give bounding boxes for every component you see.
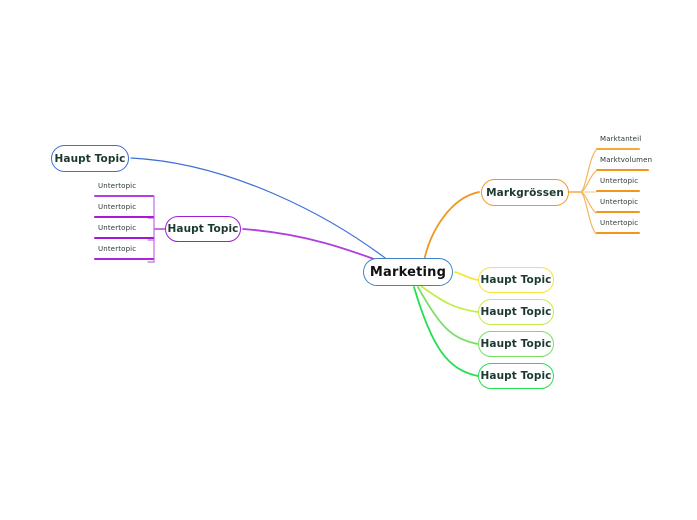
conn-yellow [454,271,479,281]
branch-yellowgreen[interactable]: Haupt Topic [478,299,554,325]
branch-purple-subtopic-label: Untertopic [98,182,137,190]
branch-purple-subtopic-underline [94,215,154,218]
branch-orange-subtopic-underline [596,189,640,192]
branch-orange-subtopic-underline [596,168,649,171]
conn-orange-s4 [579,191,597,214]
conn-orange-s2 [579,170,597,193]
branch-orange-subtopic[interactable]: Untertopic [596,176,640,192]
branch-green[interactable]: Haupt Topic [478,363,554,389]
central-node-label: Marketing [369,264,447,280]
branch-orange-subtopic-label: Marktvolumen [600,156,653,164]
branch-orange-subtopic[interactable]: Marktvolumen [596,155,653,171]
branch-orange-subtopic[interactable]: Untertopic [596,218,640,234]
branch-purple-subtopic[interactable]: Untertopic [94,244,154,260]
branch-orange-subtopic-underline [596,231,640,234]
branch-lightgreen-label: Haupt Topic [480,338,552,350]
conn-green [413,286,479,377]
branch-purple-subtopic-underline [94,194,154,197]
branch-purple-label: Haupt Topic [167,223,239,235]
branch-orange-subtopic-label: Untertopic [600,198,639,206]
branch-purple-subtopic-label: Untertopic [98,245,137,253]
branch-purple-subtopic-label: Untertopic [98,203,137,211]
branch-yellow-label: Haupt Topic [480,274,552,286]
branch-purple-subtopic-underline [94,257,154,260]
conn-orange-s5 [579,191,597,235]
branch-orange[interactable]: Markgrössen [481,179,569,206]
branch-lightgreen[interactable]: Haupt Topic [478,331,554,357]
branch-orange-subtopic-underline [596,147,640,150]
conn-orange-s1 [579,149,597,193]
branch-purple-subtopic[interactable]: Untertopic [94,181,154,197]
conn-lightgreen [417,286,479,345]
conn-blue [130,157,394,265]
branch-purple-subtopic-label: Untertopic [98,224,137,232]
branch-purple-subtopic[interactable]: Untertopic [94,202,154,218]
branch-orange-subtopic-label: Untertopic [600,177,639,185]
branch-yellow[interactable]: Haupt Topic [478,267,554,293]
branch-orange-subtopic[interactable]: Untertopic [596,197,640,213]
branch-purple-subtopic-underline [94,236,154,239]
central-node[interactable]: Marketing [363,258,453,286]
branch-blue-label: Haupt Topic [54,152,126,165]
branch-blue[interactable]: Haupt Topic [51,145,129,172]
branch-orange-subtopic-label: Marktanteil [600,135,642,143]
branch-green-label: Haupt Topic [480,370,552,382]
branch-orange-subtopic-label: Untertopic [600,219,639,227]
branch-purple[interactable]: Haupt Topic [165,216,241,242]
branch-yellowgreen-label: Haupt Topic [480,306,552,318]
conn-orange [423,191,480,262]
branch-purple-subtopic[interactable]: Untertopic [94,223,154,239]
conn-yellowgreen [420,285,479,313]
branch-orange-subtopic[interactable]: Marktanteil [596,134,642,150]
branch-orange-subtopic-underline [596,210,640,213]
branch-orange-label: Markgrössen [486,186,564,199]
